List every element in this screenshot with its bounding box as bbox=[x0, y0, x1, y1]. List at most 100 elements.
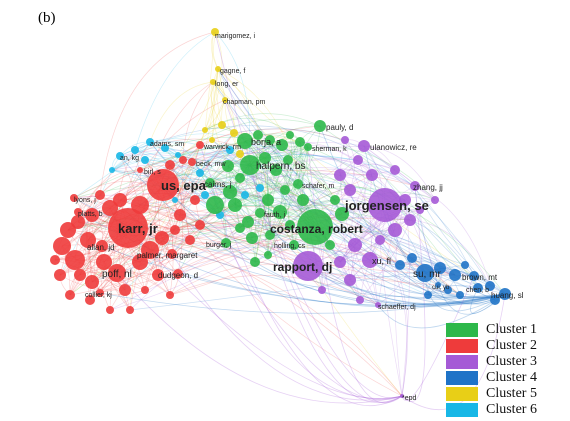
legend-swatch bbox=[446, 323, 478, 337]
author-node bbox=[368, 188, 402, 222]
network-edge bbox=[189, 145, 365, 241]
network-edge bbox=[162, 181, 426, 274]
author-node bbox=[205, 178, 215, 188]
node-label: marigomez, i bbox=[215, 33, 256, 40]
network-edge bbox=[54, 259, 146, 291]
network-edge bbox=[77, 212, 261, 229]
author-node bbox=[188, 158, 196, 166]
background-node bbox=[404, 214, 416, 226]
network-edge bbox=[339, 159, 366, 263]
network-edge bbox=[59, 132, 235, 276]
legend-item-cluster-3: Cluster 3 bbox=[446, 354, 537, 370]
network-edge bbox=[164, 147, 249, 223]
background-node bbox=[341, 136, 349, 144]
network-edge bbox=[174, 149, 231, 201]
network-edge bbox=[259, 212, 506, 308]
network-edge bbox=[79, 268, 171, 296]
network-edge bbox=[204, 117, 309, 148]
node-label: borja, a bbox=[251, 137, 281, 147]
network-edge bbox=[210, 81, 223, 126]
author-node bbox=[96, 289, 104, 297]
node-label: xu, fl bbox=[372, 256, 391, 266]
background-node bbox=[399, 194, 411, 206]
author-node bbox=[146, 138, 154, 146]
background-node bbox=[461, 261, 469, 269]
network-edge bbox=[244, 140, 269, 256]
network-edge bbox=[67, 218, 269, 256]
background-node bbox=[259, 152, 271, 164]
network-edge bbox=[307, 265, 506, 306]
network-edge bbox=[339, 185, 416, 263]
network-edge bbox=[54, 259, 131, 311]
network-edge bbox=[363, 145, 475, 277]
network-edge bbox=[119, 125, 321, 201]
network-edge bbox=[139, 144, 201, 171]
network-edge bbox=[204, 194, 253, 239]
background-node bbox=[325, 240, 335, 250]
network-edge bbox=[99, 173, 281, 213]
background-node bbox=[416, 206, 424, 214]
background-node bbox=[253, 130, 263, 140]
node-label: long, er bbox=[215, 81, 239, 88]
network-edge bbox=[264, 144, 373, 176]
network-edge bbox=[211, 68, 229, 167]
background-node bbox=[195, 220, 205, 230]
network-edge bbox=[134, 31, 216, 151]
network-edge bbox=[119, 199, 201, 226]
background-node bbox=[265, 135, 275, 145]
background-node bbox=[431, 196, 439, 204]
network-edge bbox=[244, 140, 506, 304]
network-edge bbox=[293, 141, 304, 246]
network-edge bbox=[204, 31, 216, 131]
network-edge bbox=[217, 68, 506, 298]
legend-item-cluster-4: Cluster 4 bbox=[446, 370, 537, 386]
network-edge bbox=[99, 253, 173, 294]
network-edge bbox=[209, 163, 351, 191]
author-node bbox=[435, 282, 441, 288]
network-edge bbox=[233, 132, 301, 143]
network-edge bbox=[269, 139, 361, 301]
legend-swatch bbox=[446, 403, 478, 417]
legend-label: Cluster 6 bbox=[486, 402, 537, 417]
legend-label: Cluster 4 bbox=[486, 370, 537, 385]
node-label: cui, yb bbox=[432, 285, 450, 291]
network-edge bbox=[227, 165, 260, 263]
background-node bbox=[206, 196, 224, 214]
author-node bbox=[215, 66, 221, 72]
network-edge bbox=[169, 119, 321, 166]
node-label: allan, jd bbox=[87, 243, 115, 252]
author-node bbox=[410, 181, 420, 191]
background-node bbox=[348, 238, 362, 252]
network-edge bbox=[204, 194, 227, 244]
network-edge bbox=[321, 159, 359, 291]
network-edge bbox=[111, 133, 289, 171]
network-edge bbox=[119, 199, 461, 296]
network-nodes bbox=[50, 28, 511, 398]
background-node bbox=[250, 257, 260, 267]
background-node bbox=[395, 260, 405, 270]
network-edge bbox=[341, 213, 408, 397]
network-edge bbox=[134, 149, 201, 174]
network-edge bbox=[269, 199, 336, 236]
background-node bbox=[126, 306, 134, 314]
node-label: warwick, rm bbox=[203, 144, 241, 151]
legend-item-cluster-1: Cluster 1 bbox=[446, 322, 537, 338]
author-node bbox=[221, 238, 231, 248]
network-edge bbox=[77, 169, 141, 223]
node-label: chen, b bbox=[466, 287, 489, 294]
background-node bbox=[222, 160, 234, 172]
legend-label: Cluster 3 bbox=[486, 354, 537, 369]
network-edge bbox=[204, 113, 321, 131]
network-edge bbox=[127, 227, 403, 399]
author-node bbox=[400, 394, 404, 398]
background-node bbox=[119, 284, 131, 296]
background-node bbox=[485, 281, 495, 291]
network-edge bbox=[171, 144, 201, 255]
network-edge bbox=[119, 155, 506, 304]
network-edge bbox=[215, 68, 223, 126]
background-node bbox=[424, 291, 432, 299]
background-node bbox=[242, 216, 254, 228]
network-edge bbox=[77, 211, 506, 308]
background-node bbox=[202, 127, 208, 133]
